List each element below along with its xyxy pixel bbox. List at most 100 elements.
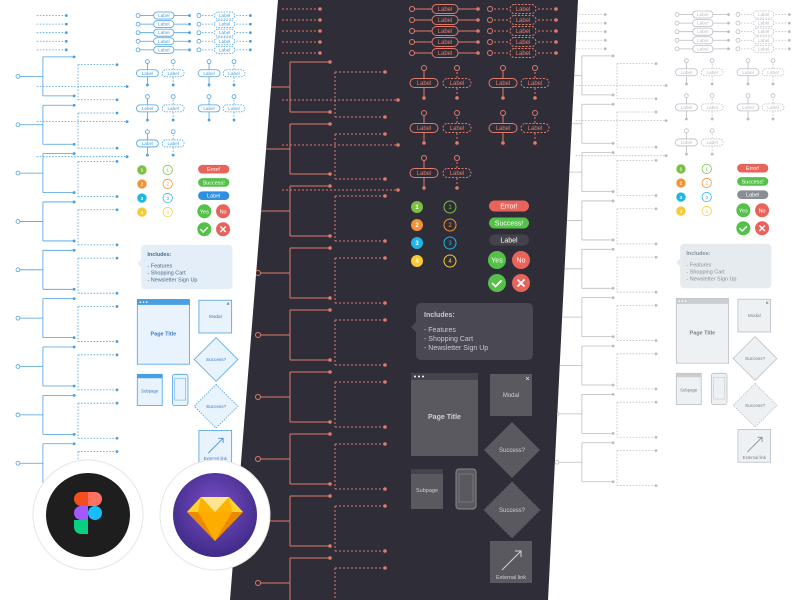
decision-diamond[interactable] [484,422,540,478]
connector-label-pill[interactable] [761,103,785,112]
modal-card[interactable] [737,298,772,333]
connector-label-pill[interactable] [197,104,221,113]
connector-label-pill[interactable] [409,123,439,133]
connector-label-pill[interactable] [736,68,760,77]
connector-label-pill[interactable] [153,45,175,54]
connector-label-pill[interactable] [153,11,175,20]
connector-label-pill[interactable] [214,11,236,20]
connector-label-pill[interactable] [153,28,175,37]
connector-label-pill[interactable] [753,44,775,53]
connector-label-pill[interactable] [161,139,185,148]
connector-label-pill[interactable] [222,69,246,78]
connector-label-pill[interactable] [692,27,714,36]
connector-label-pill[interactable] [442,168,472,178]
connector-label-pill[interactable] [214,28,236,37]
connector-label-pill[interactable] [692,36,714,45]
yes-button[interactable] [488,251,506,269]
connector-label-pill[interactable] [431,4,459,14]
connector-label-pill[interactable] [222,104,246,113]
subpage-card[interactable] [136,373,163,406]
external-link-card[interactable] [198,430,233,464]
subpage-card[interactable] [411,469,443,509]
decision-diamond[interactable] [193,337,239,382]
no-button[interactable] [755,203,770,218]
error-pill[interactable] [489,200,529,212]
connector-label-pill[interactable] [692,44,714,53]
subpage-card[interactable] [675,372,702,405]
label-pill[interactable] [737,190,769,199]
connector-label-pill[interactable] [509,37,537,47]
connector-label-pill[interactable] [509,4,537,14]
decision-diamond[interactable] [732,336,778,381]
connector-label-pill[interactable] [153,37,175,46]
connector-label-pill[interactable] [153,20,175,28]
mobile-device-icon[interactable] [710,372,728,405]
external-link-card[interactable] [737,429,772,463]
connector-label-pill[interactable] [442,123,472,133]
success-pill[interactable] [489,217,529,229]
connector-label-pill[interactable] [761,68,785,77]
yes-button[interactable] [736,203,751,218]
label-pill[interactable] [489,234,529,246]
connector-label-pill[interactable] [700,103,724,112]
connector-label-pill[interactable] [692,19,714,27]
connector-label-pill[interactable] [431,37,459,47]
external-link-card[interactable] [490,541,532,583]
connector-label-pill[interactable] [509,15,537,25]
check-button[interactable] [197,222,212,237]
decision-diamond-dashed[interactable] [483,481,541,539]
mobile-device-icon[interactable] [455,468,477,510]
check-button[interactable] [736,221,751,236]
connector-label-pill[interactable] [736,103,760,112]
decision-diamond-dashed[interactable] [732,382,778,428]
success-pill[interactable] [198,178,230,187]
page-card[interactable] [136,299,190,365]
connector-label-pill[interactable] [488,123,518,133]
connector-label-pill[interactable] [700,138,724,147]
modal-card[interactable] [490,374,532,416]
decision-diamond-text: Success? [206,357,227,362]
label-pill[interactable] [198,191,230,200]
connector-label-pill[interactable] [161,69,185,78]
connector-label-pill[interactable] [520,78,550,88]
mobile-device-icon[interactable] [171,373,189,406]
connector-label-pill[interactable] [136,104,159,113]
page-card[interactable] [675,298,729,364]
connector-label-pill[interactable] [442,78,472,88]
connector-label-pill[interactable] [214,37,236,46]
connector-label-pill[interactable] [214,45,236,54]
connector-label-pill[interactable] [509,48,537,58]
connector-label-pill[interactable] [509,26,537,36]
connector-label-pill[interactable] [753,19,775,27]
connector-label-pill[interactable] [488,78,518,88]
connector-label-pill[interactable] [520,123,550,133]
connector-label-pill[interactable] [675,68,698,77]
error-pill[interactable] [737,163,769,173]
connector-label-pill[interactable] [161,104,185,113]
no-button[interactable] [512,251,530,269]
connector-label-pill[interactable] [197,69,221,78]
connector-label-pill[interactable] [136,139,159,148]
connector-label-pill[interactable] [753,27,775,36]
connector-label-pill[interactable] [675,103,698,112]
connector-label-pill[interactable] [675,138,698,147]
page-card[interactable] [411,373,478,456]
connector-label-pill[interactable] [431,26,459,36]
no-button[interactable] [216,204,231,219]
connector-label-pill[interactable] [431,15,459,25]
success-pill[interactable] [737,177,769,186]
connector-label-pill[interactable] [409,168,439,178]
connector-label-pill[interactable] [214,20,236,28]
connector-label-pill[interactable] [700,68,724,77]
connector-label-pill[interactable] [431,48,459,58]
yes-button[interactable] [197,204,212,219]
check-button[interactable] [488,274,506,292]
connector-label-pill[interactable] [753,10,775,19]
error-pill[interactable] [198,164,230,174]
connector-label-pill[interactable] [692,10,714,19]
decision-diamond-dashed[interactable] [193,383,239,429]
connector-label-pill[interactable] [409,78,439,88]
modal-card[interactable] [198,299,233,334]
connector-label-pill[interactable] [753,36,775,45]
connector-label-pill[interactable] [136,69,159,78]
